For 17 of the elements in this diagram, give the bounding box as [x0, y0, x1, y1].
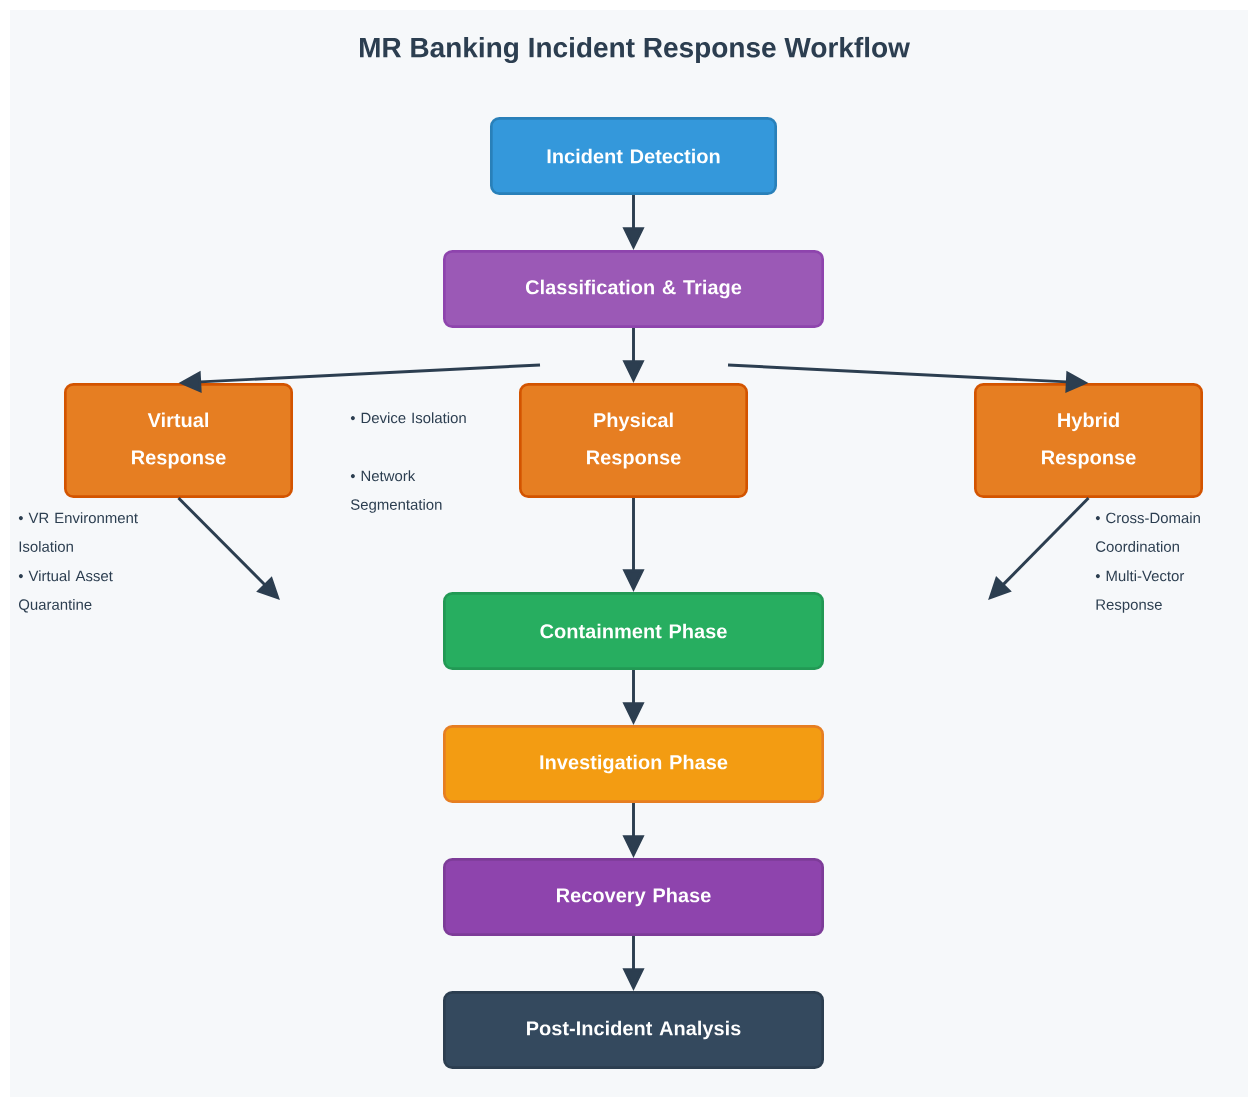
bullet-note: • Cross-Domain Coordination	[1095, 512, 1200, 552]
title: MR Banking Incident Response Workflow	[360, 36, 910, 64]
process-box: Classification & Triage	[443, 250, 824, 328]
process-box: Incident Detection	[490, 117, 777, 195]
bullet-note: • Multi-Vector Response	[1095, 570, 1185, 613]
bullet-note: • Virtual Asset Quarantine	[18, 570, 113, 613]
bullet-note: • Device Isolation	[350, 412, 466, 424]
process-box: Hybrid Response	[974, 383, 1203, 498]
process-box: Post-Incident Analysis	[443, 991, 824, 1069]
process-box: Recovery Phase	[443, 858, 824, 936]
process-box: Investigation Phase	[443, 725, 824, 803]
process-box: Virtual Response	[64, 383, 293, 498]
arrow	[177, 496, 280, 600]
bullet-note: • Network Segmentation	[350, 470, 442, 513]
bullet-note: • VR Environment Isolation	[18, 512, 138, 552]
process-box: Containment Phase	[443, 592, 824, 670]
process-box: Physical Response	[519, 383, 748, 498]
